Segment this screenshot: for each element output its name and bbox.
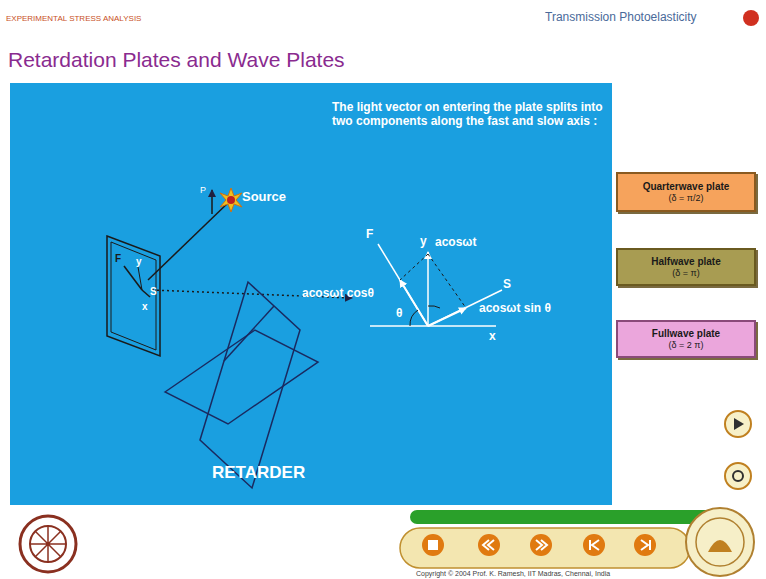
component-label: acosωt: [435, 236, 476, 250]
angle-label: θ: [396, 307, 403, 321]
institute-logo-right: [686, 508, 754, 576]
axis-label: y: [136, 256, 142, 268]
angle-arc: [428, 306, 440, 308]
button-title: Fullwave plate: [652, 328, 720, 340]
blue-panel: [10, 83, 612, 505]
plate-slow-axis: [142, 290, 150, 297]
plate: [107, 236, 160, 356]
plate-inner: [111, 242, 156, 350]
fast-component: [400, 280, 428, 326]
x-axis: [370, 325, 496, 327]
nav-panel: [400, 528, 690, 568]
component-label: acosωt cosθ: [302, 287, 374, 301]
wave-plate-button: Quarterwave plate(δ = π/2): [616, 172, 756, 212]
axis-label: x: [489, 330, 496, 344]
y-vector: [427, 252, 429, 326]
light-source: [220, 188, 242, 212]
source-label: Source: [242, 190, 286, 205]
axis-label: S: [150, 286, 157, 298]
page-icon: [743, 10, 759, 26]
play-button: [725, 411, 751, 437]
plate-fast-axis: [124, 266, 142, 290]
fast-axis: [378, 244, 428, 326]
retarder-label: RETARDER: [212, 463, 305, 483]
institute-logo-left: [20, 516, 76, 572]
polarizer-arrow: [211, 190, 213, 214]
light-ray: [148, 200, 231, 280]
course-name: EXPERIMENTAL STRESS ANALYSIS: [6, 14, 141, 23]
plate-y-axis: [138, 267, 142, 290]
button-formula: (δ = 2 π): [669, 340, 704, 351]
axis-label: F: [115, 253, 121, 265]
axis-label: x: [142, 301, 148, 313]
replay-button: [725, 463, 751, 489]
projection-line: [400, 254, 428, 280]
retarder-figure: [165, 282, 318, 488]
button-title: Halfwave plate: [651, 256, 720, 268]
slide-title: Retardation Plates and Wave Plates: [8, 48, 345, 72]
wave-plate-button: Fullwave plate(δ = 2 π): [616, 320, 756, 358]
component-label: acosωt sin θ: [479, 302, 551, 316]
progress-bar: [410, 510, 720, 524]
description-text: The light vector on entering the plate s…: [332, 101, 612, 129]
wave-plate-button: Halfwave plate(δ = π): [616, 248, 756, 286]
angle-arc: [410, 310, 418, 326]
copyright-note: Copyright © 2004 Prof. K. Ramesh, IIT Ma…: [416, 570, 610, 578]
axis-label: y: [420, 235, 427, 249]
polarizer-label: P: [200, 185, 206, 195]
nav-buttons: [422, 534, 656, 556]
button-title: Quarterwave plate: [643, 181, 730, 193]
slow-component: [428, 308, 466, 326]
button-formula: (δ = π/2): [669, 193, 704, 204]
axis-label: S: [503, 278, 511, 292]
axis-label: F: [366, 228, 373, 242]
projection-line: [428, 254, 466, 308]
section-name: Transmission Photoelasticity: [545, 11, 697, 25]
button-formula: (δ = π): [672, 268, 699, 279]
